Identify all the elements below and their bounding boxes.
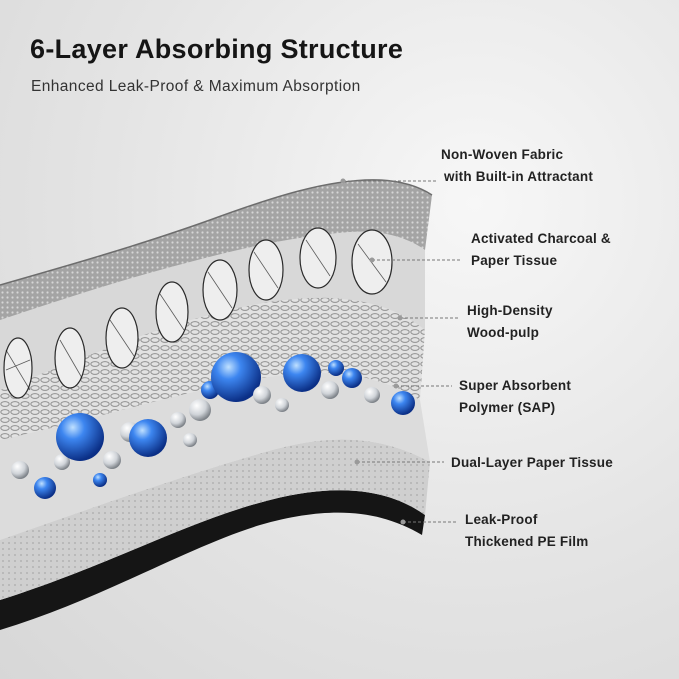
layer-wood-pulp — [0, 291, 425, 440]
label-charcoal: Activated Charcoal & Paper Tissue — [471, 231, 611, 268]
layer-paper-tissue — [0, 439, 430, 600]
label-wood-pulp: High-Density Wood-pulp — [467, 303, 553, 340]
charcoal-coils — [3, 227, 393, 399]
page-title: 6-Layer Absorbing Structure — [30, 34, 404, 64]
page-subtitle: Enhanced Leak-Proof & Maximum Absorption — [31, 78, 361, 95]
layer-non-woven — [0, 179, 432, 320]
layer-pe-film — [0, 490, 425, 630]
layer-sap-base — [0, 372, 430, 540]
label-non-woven: Non-Woven Fabric with Built-in Attractan… — [441, 147, 594, 184]
label-sap: Super Absorbent Polymer (SAP) — [459, 378, 572, 415]
label-paper-tissue: Dual-Layer Paper Tissue — [451, 455, 613, 470]
label-pe-film: Leak-Proof Thickened PE Film — [465, 512, 589, 549]
sap-beads — [11, 352, 415, 499]
leader-lines — [343, 180, 462, 523]
